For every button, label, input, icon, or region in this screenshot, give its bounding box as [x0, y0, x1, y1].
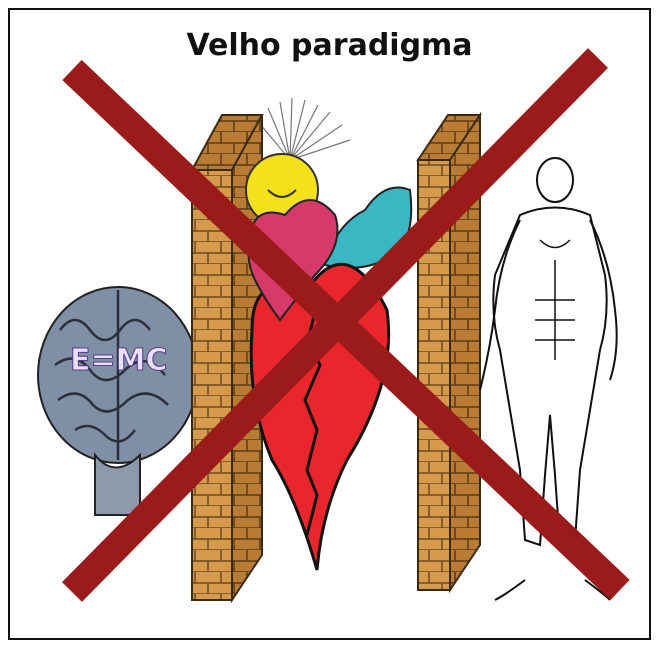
sun-rays	[255, 98, 350, 160]
formula-text: E=MC	[70, 343, 168, 378]
page-title: Velho paradigma	[0, 28, 659, 63]
